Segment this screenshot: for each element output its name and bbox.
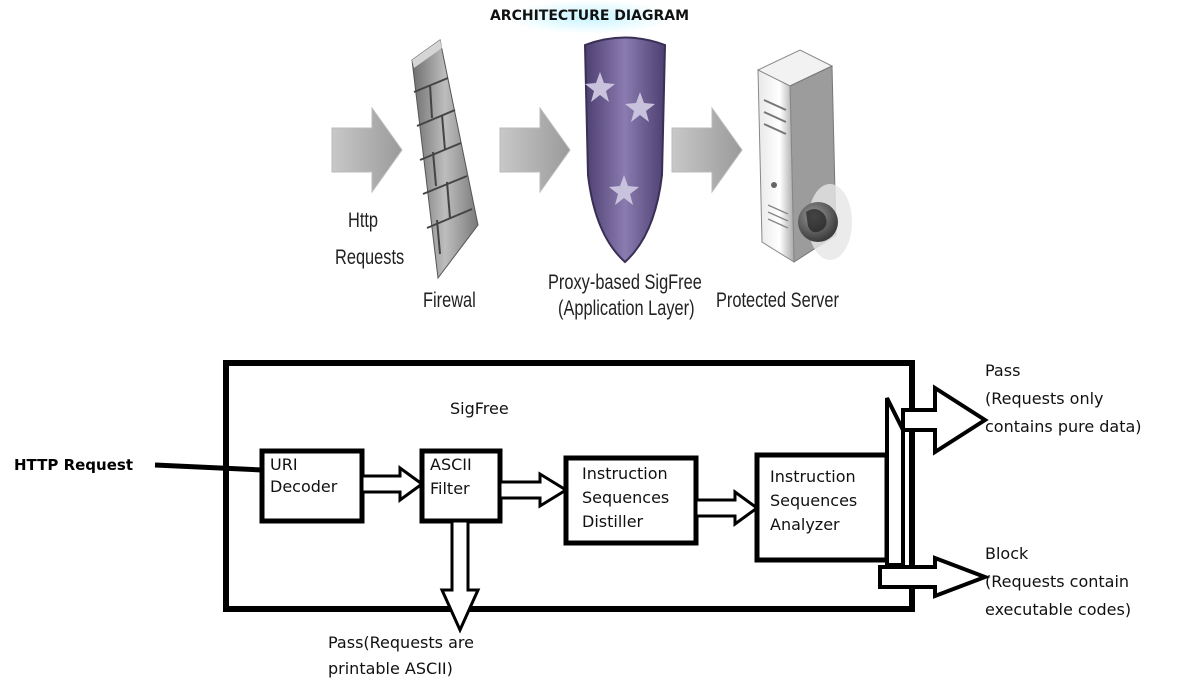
sigfree-label: SigFree xyxy=(450,398,509,420)
analyzer-line3: Analyzer xyxy=(770,514,840,536)
arrow-down-icon xyxy=(442,521,478,630)
block-line3: executable codes) xyxy=(985,599,1131,621)
analyzer-line1: Instruction xyxy=(770,466,856,488)
pass-arrow-icon xyxy=(887,388,985,565)
analyzer-line2: Sequences xyxy=(770,490,857,512)
distiller-line1: Instruction xyxy=(582,463,668,485)
pass-bottom-line1: Pass(Requests are xyxy=(328,632,474,654)
arrow-right-icon xyxy=(362,468,422,500)
http-request-line xyxy=(155,465,262,470)
pass-bottom-line2: printable ASCII) xyxy=(328,658,453,680)
ascii-filter-line1: ASCII xyxy=(430,454,472,476)
pass-top-line3: contains pure data) xyxy=(985,416,1142,438)
pass-top-line2: (Requests only xyxy=(985,388,1104,410)
arrow-right-icon xyxy=(500,474,566,506)
uri-decoder-line2: Decoder xyxy=(270,476,337,498)
uri-decoder-line1: URI xyxy=(270,454,298,476)
distiller-line3: Distiller xyxy=(582,511,643,533)
http-request-label: HTTP Request xyxy=(14,456,133,474)
arrow-right-icon xyxy=(696,492,757,524)
distiller-line2: Sequences xyxy=(582,487,669,509)
block-line2: (Requests contain xyxy=(985,571,1129,593)
block-line1: Block xyxy=(985,543,1028,565)
pass-top-line1: Pass xyxy=(985,360,1020,382)
ascii-filter-line2: Filter xyxy=(430,478,470,500)
